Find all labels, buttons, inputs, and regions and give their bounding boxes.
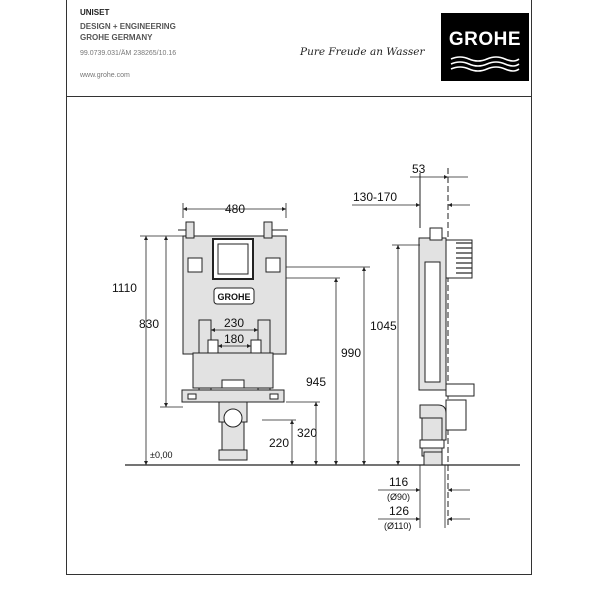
water-inlet-right	[265, 257, 281, 273]
brand-plate-text: GROHE	[217, 292, 250, 302]
dim-180: 180	[224, 332, 244, 346]
side-drain-pipe	[421, 417, 443, 457]
header-left-rule	[66, 0, 67, 96]
dim-230: 230	[224, 316, 244, 330]
brand-tagline: Pure Freude an Wasser	[300, 46, 425, 58]
doc-reference: 99.0739.031/ÄM 238265/10.16	[80, 50, 177, 57]
header-line-1: DESIGN + ENGINEERING	[80, 22, 176, 31]
dim-diameter-110: (Ø110)	[384, 521, 411, 531]
dim-116: 116	[389, 475, 408, 489]
dim-990: 990	[341, 346, 361, 360]
side-view	[418, 168, 475, 525]
grohe-logo: GROHE	[441, 13, 529, 81]
product-title: UNISET	[80, 8, 110, 17]
dim-830: 830	[139, 317, 159, 331]
water-inlet-left	[187, 257, 203, 273]
dim-320: 320	[297, 426, 317, 440]
cistern-ribbed	[445, 239, 473, 279]
logo-wordmark: GROHE	[448, 29, 522, 50]
side-fitting	[445, 383, 475, 397]
flush-plate-inner	[217, 243, 249, 275]
header-line-2: GROHE GERMANY	[80, 33, 153, 42]
dim-1110: 1110	[112, 281, 137, 295]
dim-126: 126	[389, 504, 409, 518]
drawing-frame	[66, 96, 532, 575]
dim-480: 480	[225, 202, 245, 216]
dim-220: 220	[269, 436, 289, 450]
logo-waves-icon	[450, 56, 520, 72]
header-right-rule	[531, 0, 532, 96]
foot-rail	[181, 389, 285, 403]
dim-1045: 1045	[370, 319, 397, 333]
floor-level-label: ±0,00	[150, 450, 172, 460]
right-top-bracket	[263, 221, 273, 239]
front-view	[125, 221, 520, 466]
dim-diameter-90: (Ø90)	[387, 492, 410, 502]
left-top-bracket	[185, 221, 195, 239]
brand-plate	[213, 287, 255, 305]
dim-53: 53	[412, 162, 426, 176]
website-link[interactable]: www.grohe.com	[80, 72, 130, 79]
dim-130-170: 130-170	[353, 190, 397, 204]
dim-945: 945	[306, 375, 326, 389]
